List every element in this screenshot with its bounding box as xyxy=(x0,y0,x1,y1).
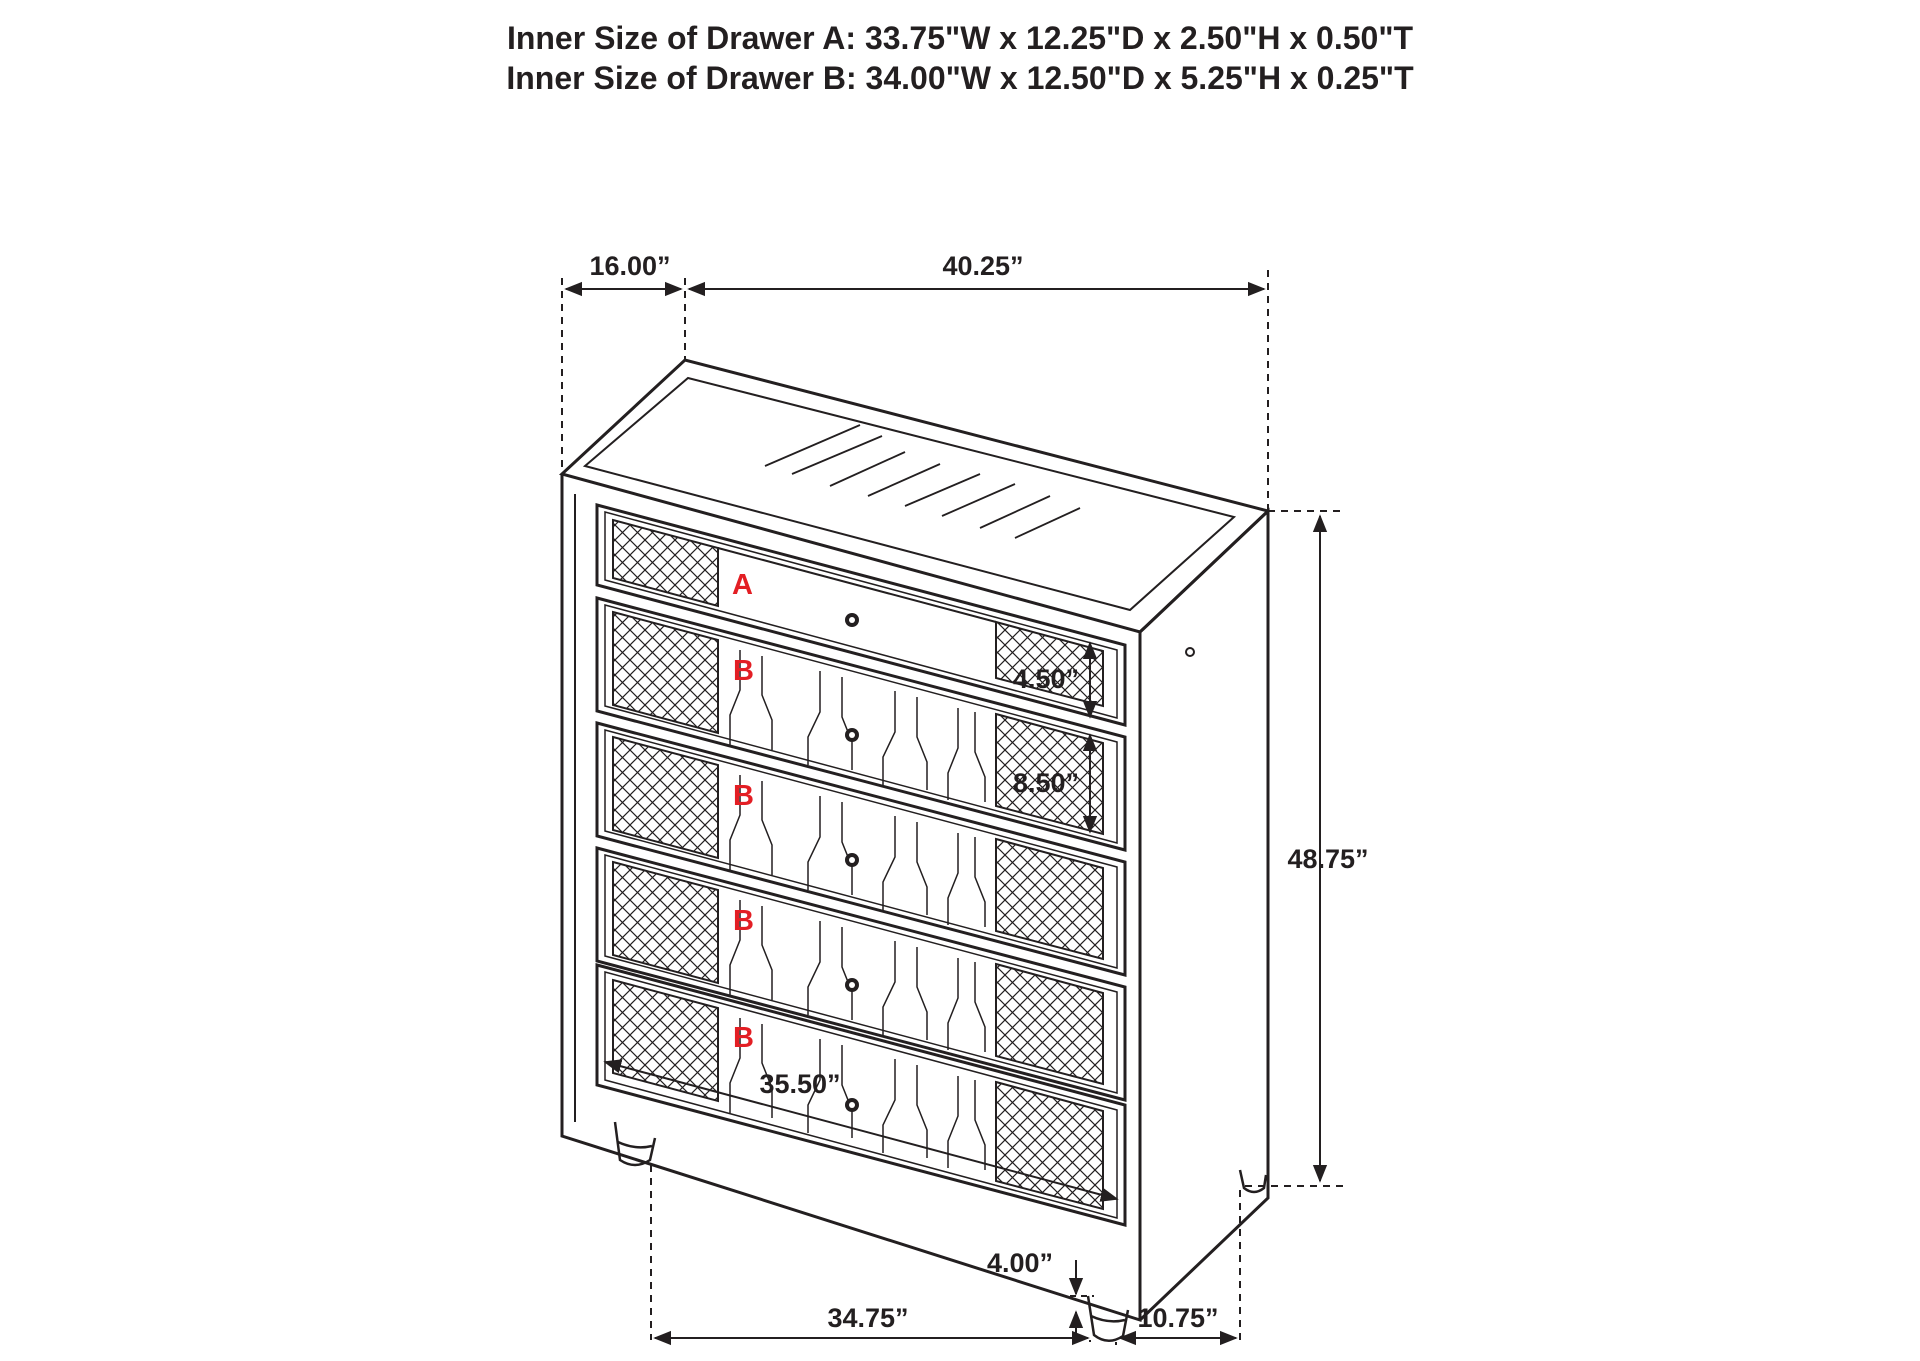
dimension-lines xyxy=(561,270,1345,1346)
front-frame xyxy=(560,474,1142,1323)
drawer-b1[interactable] xyxy=(595,596,1127,852)
drawer-label-a: A xyxy=(732,569,753,601)
drawer-b3-facet-pattern xyxy=(729,900,986,1052)
drawer-front-width-label: 35.50” xyxy=(759,1069,840,1099)
depth-top-label: 16.00” xyxy=(589,251,670,281)
drawer-a-knob-icon xyxy=(845,613,859,627)
drawer-a-left-lattice xyxy=(612,518,719,608)
drawer-b3-knob-icon xyxy=(845,978,859,992)
drawer-b-inner-size: Inner Size of Drawer B: 34.00"W x 12.50"… xyxy=(506,60,1414,96)
right-side-panel xyxy=(1138,507,1270,1322)
drawer-a-height-label: 4.50” xyxy=(1013,664,1079,694)
top-inner-border xyxy=(582,376,1237,612)
drawer-b2-facet-pattern xyxy=(729,775,986,927)
drawer-b1-left-lattice xyxy=(612,610,719,735)
drawer-b3-right-lattice xyxy=(995,962,1104,1086)
drawer-b-height-label: 8.50” xyxy=(1013,768,1079,798)
drawer-b2-knob-icon xyxy=(845,853,859,867)
drawer-label-b2: B xyxy=(733,780,754,812)
drawer-b1-knob-icon xyxy=(845,728,859,742)
drawer-b4-front xyxy=(595,963,1127,1227)
drawer-front-width-arrow xyxy=(603,1059,1119,1202)
drawer-b2[interactable] xyxy=(595,721,1127,977)
front-right-leg xyxy=(1086,1295,1130,1342)
drawer-label-b1: B xyxy=(733,655,754,687)
drawer-a-right-lattice xyxy=(995,620,1104,708)
drawer-a-front xyxy=(595,503,1127,727)
drawer-size-header: Inner Size of Drawer A: 33.75"W x 12.25"… xyxy=(0,18,1920,98)
drawer-b4-knob-icon xyxy=(845,1098,859,1112)
side-knob-hole xyxy=(1185,647,1195,657)
drawer-b3[interactable] xyxy=(595,846,1127,1102)
drawer-b3-left-lattice xyxy=(612,860,719,985)
drawer-b2-right-lattice xyxy=(995,837,1104,961)
width-top-label: 40.25” xyxy=(942,251,1023,281)
bottom-width-label: 34.75” xyxy=(827,1303,908,1333)
drawer-b2-left-lattice xyxy=(612,735,719,860)
drawer-labels: A B B B B xyxy=(732,569,754,1054)
drawer-b3-front xyxy=(595,846,1127,1102)
drawer-label-b3: B xyxy=(733,905,754,937)
height-total-label: 48.75” xyxy=(1287,844,1368,874)
drawer-label-b4: B xyxy=(733,1022,754,1054)
drawer-a[interactable] xyxy=(595,503,1127,727)
bottom-depth-label: 10.75” xyxy=(1137,1303,1218,1333)
drawer-a-inner-size: Inner Size of Drawer A: 33.75"W x 12.25"… xyxy=(506,20,1414,56)
leg-height-label: 4.00” xyxy=(987,1248,1053,1278)
drawer-b1-front xyxy=(595,596,1127,852)
top-reflection-lines xyxy=(764,424,1081,539)
back-right-leg xyxy=(1238,1169,1268,1194)
dimension-labels: 16.00” 40.25” 48.75” 4.50” 8.50” 35.50” … xyxy=(589,251,1368,1333)
drawer-b1-right-lattice xyxy=(995,712,1104,836)
drawer-b2-front xyxy=(595,721,1127,977)
drawer-b1-facet-pattern xyxy=(729,650,986,802)
